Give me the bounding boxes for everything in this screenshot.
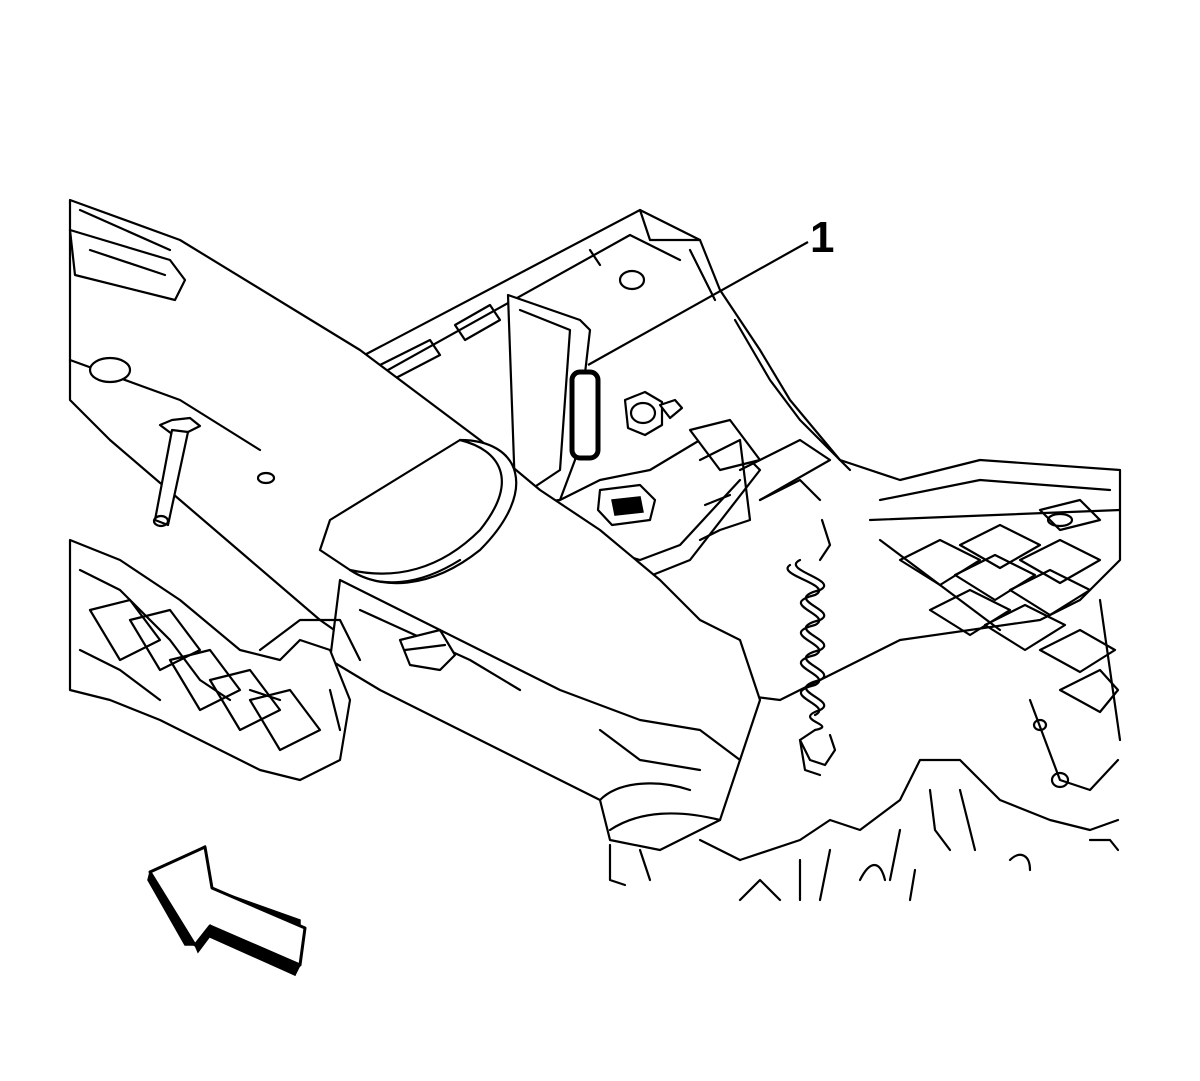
lower-left-casting [68,538,362,782]
callout-1-label: 1 [810,213,834,262]
callout-1: 1 [587,213,834,366]
direction-arrow [147,844,307,977]
steering-column-tube [68,198,762,887]
return-spring [786,518,837,777]
callout-1-leader-line [587,241,809,366]
pin [152,416,202,528]
